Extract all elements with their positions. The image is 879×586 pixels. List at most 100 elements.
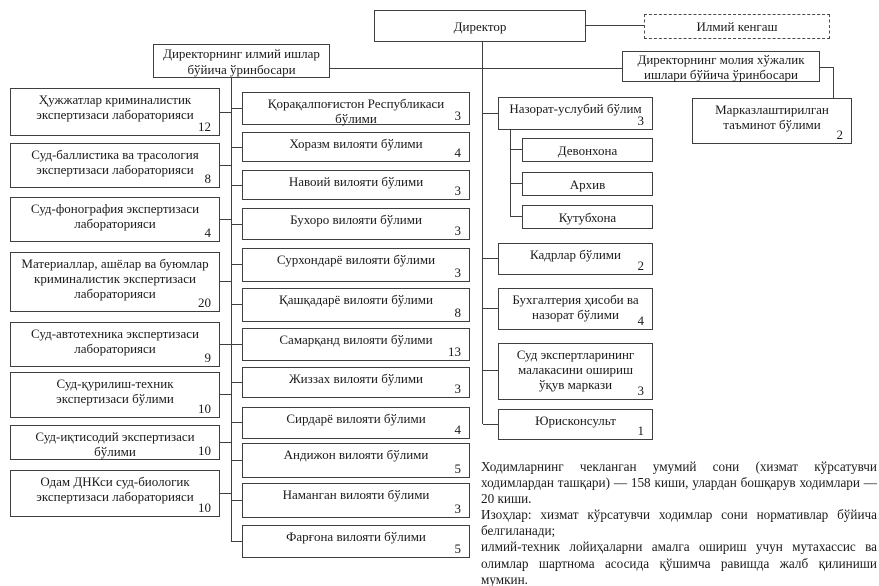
region-count: 5 (454, 461, 462, 477)
lab-label: Суд-қурилиш-техник экспертизаси бўлими (56, 376, 174, 407)
connector-line (231, 344, 243, 345)
region-box: Самарқанд вилояти бўлими 13 (242, 328, 470, 361)
sub-unit-label: Кутубхона (558, 209, 617, 225)
lab-label: Суд-автотехника экспертизаси лаборатория… (31, 326, 199, 357)
connector-line (231, 108, 243, 109)
connector-line (231, 541, 243, 542)
region-count: 3 (454, 381, 462, 397)
connector-line (483, 113, 499, 114)
connector-line (231, 78, 232, 542)
connector-line (510, 183, 523, 184)
note-paragraph: Ходимларнинг чекланган умумий сони (хизм… (481, 459, 877, 507)
lab-label: Ҳужжатлар криминалистик экспертизаси лаб… (36, 92, 194, 123)
region-label: Бухоро вилояти бўлими (290, 212, 422, 227)
connector-line (231, 264, 243, 265)
director-box: Директор (374, 10, 586, 42)
unit-label: Юрисконсульт (535, 413, 616, 428)
connector-line (483, 424, 499, 425)
connector-line (220, 112, 232, 113)
lab-count: 4 (204, 225, 212, 241)
unit-box: Бухгалтерия ҳисоби ва назорат бўлими 4 (498, 288, 653, 330)
region-box: Андижон вилояти бўлими 5 (242, 443, 470, 478)
lab-count: 10 (198, 443, 211, 459)
region-label: Сирдарё вилояти бўлими (286, 411, 426, 426)
connector-line (231, 224, 243, 225)
region-box: Бухоро вилояти бўлими 3 (242, 208, 470, 240)
region-label: Қорақалпоғистон Республикаси бўлими (267, 96, 445, 127)
scientific-council-box: Илмий кенгаш (644, 14, 830, 39)
unit-box: Назорат-услубий бўлим 3 (498, 97, 653, 130)
connector-line (231, 382, 243, 383)
region-count: 3 (454, 183, 462, 199)
connector-line (220, 281, 232, 282)
region-count: 5 (454, 541, 462, 557)
unit-box: Суд экспертларининг малакасини ошириш ўқ… (498, 343, 653, 400)
region-box: Сирдарё вилояти бўлими 4 (242, 407, 470, 439)
region-count: 3 (454, 501, 462, 517)
note-paragraph: илмий-техник лойиҳаларни амалга ошириш у… (481, 539, 877, 586)
connector-line (586, 25, 644, 26)
supply-unit-box: Марказлаштирилган таъминот бўлими 2 (692, 98, 852, 144)
unit-box: Кадрлар бўлими 2 (498, 243, 653, 275)
connector-line (510, 216, 523, 217)
lab-box: Одам ДНКси суд-биологик экспертизаси лаб… (10, 470, 220, 517)
unit-label: Назорат-услубий бўлим (509, 101, 642, 116)
sub-unit-label: Девонхона (557, 142, 618, 158)
region-box: Сурхондарё вилояти бўлими 3 (242, 248, 470, 282)
region-count: 3 (454, 108, 462, 124)
region-box: Хоразм вилояти бўлими 4 (242, 132, 470, 162)
lab-box: Ҳужжатлар криминалистик экспертизаси лаб… (10, 88, 220, 136)
lab-box: Суд-қурилиш-техник экспертизаси бўлими 1… (10, 372, 220, 418)
region-label: Жиззах вилояти бўлими (289, 371, 423, 386)
staff-notes: Ходимларнинг чекланган умумий сони (хизм… (481, 459, 877, 586)
unit-label: Кадрлар бўлими (530, 247, 621, 262)
lab-label: Одам ДНКси суд-биологик экспертизаси лаб… (36, 474, 194, 505)
lab-count: 8 (204, 171, 212, 187)
region-count: 13 (448, 344, 461, 360)
connector-line (231, 185, 243, 186)
connector-line (510, 130, 511, 217)
region-box: Навоий вилояти бўлими 3 (242, 170, 470, 200)
region-count: 4 (454, 422, 462, 438)
region-box: Қашқадарё вилояти бўлими 8 (242, 288, 470, 322)
sub-unit-box: Архив (522, 172, 653, 196)
lab-box: Суд-иқтисодий экспертизаси бўлими 10 (10, 425, 220, 460)
region-label: Наманган вилояти бўлими (282, 487, 430, 502)
region-label: Навоий вилояти бўлими (288, 174, 424, 189)
connector-line (231, 460, 243, 461)
lab-count: 12 (198, 119, 211, 135)
region-count: 4 (454, 145, 462, 161)
unit-count: 4 (637, 313, 645, 329)
lab-box: Суд-фонография экспертизаси лабораторияс… (10, 197, 220, 242)
deputy-finance-box: Директорнинг молия хўжалик ишлари бўйича… (622, 51, 820, 82)
region-box: Фарғона вилояти бўлими 5 (242, 525, 470, 558)
region-label: Фарғона вилояти бўлими (286, 529, 426, 544)
connector-line (510, 149, 523, 150)
region-count: 3 (454, 223, 462, 239)
sub-unit-box: Кутубхона (522, 205, 653, 229)
lab-count: 10 (198, 401, 211, 417)
connector-line (482, 42, 483, 424)
lab-box: Суд-автотехника экспертизаси лаборатория… (10, 322, 220, 367)
unit-box: Юрисконсульт 1 (498, 409, 653, 440)
region-box: Наманган вилояти бўлими 3 (242, 483, 470, 518)
connector-line (231, 304, 243, 305)
connector-line (220, 165, 232, 166)
unit-label: Бухгалтерия ҳисоби ва назорат бўлими (512, 292, 639, 323)
connector-line (820, 67, 834, 68)
region-label: Қашқадарё вилояти бўлими (279, 292, 433, 307)
connector-line (220, 394, 232, 395)
connector-line (220, 442, 232, 443)
unit-label: Суд экспертларининг малакасини ошириш ўқ… (516, 347, 635, 393)
region-label: Хоразм вилояти бўлими (289, 136, 423, 151)
region-box: Қорақалпоғистон Республикаси бўлими 3 (242, 92, 470, 127)
deputy-science-label: Директорнинг илмий ишлар бўйича ўринбоса… (163, 46, 320, 77)
note-paragraph: Изоҳлар: хизмат кўрсатувчи ходимлар сони… (481, 507, 877, 539)
region-box: Жиззах вилояти бўлими 3 (242, 367, 470, 398)
connector-line (833, 67, 834, 99)
lab-count: 20 (198, 295, 211, 311)
unit-count: 3 (637, 383, 645, 399)
deputy-science-box: Директорнинг илмий ишлар бўйича ўринбоса… (153, 44, 330, 78)
sub-unit-label: Архив (569, 176, 606, 192)
